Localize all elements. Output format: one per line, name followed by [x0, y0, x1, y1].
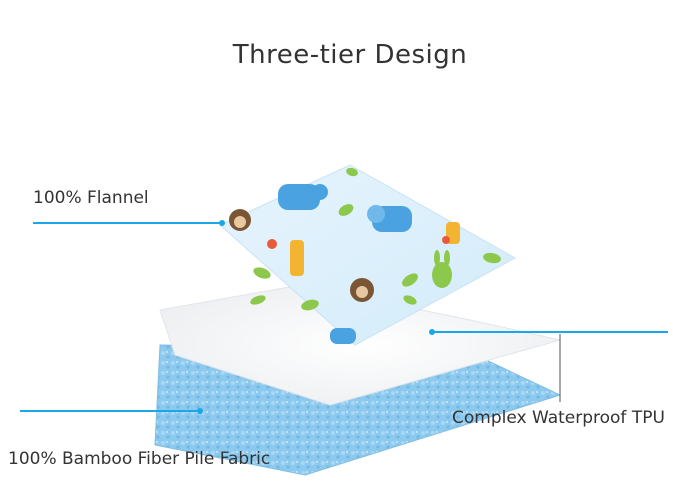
- flannel-label: 100% Flannel: [33, 188, 149, 208]
- bamboo-label: 100% Bamboo Fiber Pile Fabric: [8, 449, 270, 469]
- tpu-label: Complex Waterproof TPU: [452, 408, 665, 428]
